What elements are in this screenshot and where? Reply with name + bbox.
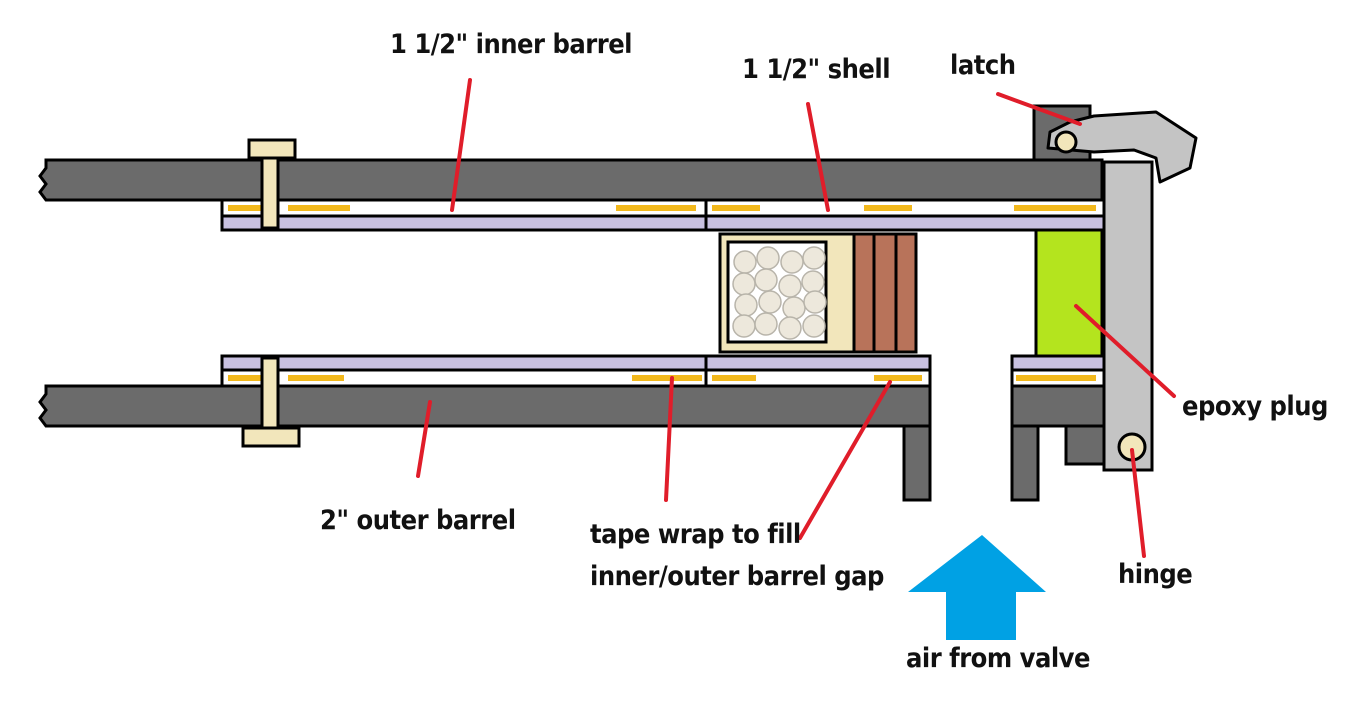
tape-gap-bottom <box>220 368 1106 388</box>
label-air-from-valve: air from valve <box>906 643 1091 674</box>
label-tape-wrap-line2: inner/outer barrel gap <box>590 561 884 592</box>
hinge-mount-block <box>1064 424 1106 466</box>
pointer-outer-barrel <box>416 400 432 478</box>
pointer-inner-barrel <box>450 78 472 212</box>
pointer-hinge <box>1130 448 1146 558</box>
wad-stack <box>852 232 918 354</box>
pointer-shell <box>806 102 830 212</box>
outer-barrel-top <box>38 158 1104 202</box>
pointer-epoxy-plug <box>1074 304 1176 398</box>
pointer-tape-wrap-2 <box>798 380 892 540</box>
shot-pellets <box>732 246 827 340</box>
bolt-top <box>247 138 297 230</box>
valve-port-right <box>1010 424 1040 502</box>
label-latch: latch <box>950 50 1016 81</box>
inner-barrel-liner-top <box>220 214 1106 232</box>
epoxy-plug <box>1034 228 1104 358</box>
bolt-bottom <box>241 356 301 448</box>
label-shell: 1 1/2" shell <box>742 54 891 85</box>
label-inner-barrel: 1 1/2" inner barrel <box>390 29 633 60</box>
pointer-tape-wrap-1 <box>664 376 674 502</box>
label-tape-wrap-line1: tape wrap to fill <box>590 519 801 550</box>
outer-barrel-bottom <box>38 384 1106 428</box>
inner-barrel-liner-bottom <box>220 354 1106 372</box>
tape-gap-top <box>220 198 1106 218</box>
label-outer-barrel: 2" outer barrel <box>320 505 516 536</box>
hinge-arm <box>1102 160 1154 472</box>
valve-port-left <box>902 424 932 502</box>
latch-lever <box>1046 110 1198 184</box>
pointer-lines <box>416 78 1176 558</box>
air-arrow <box>908 535 1046 640</box>
label-hinge: hinge <box>1118 559 1193 590</box>
pointer-latch <box>996 92 1082 126</box>
label-epoxy-plug: epoxy plug <box>1182 391 1328 422</box>
